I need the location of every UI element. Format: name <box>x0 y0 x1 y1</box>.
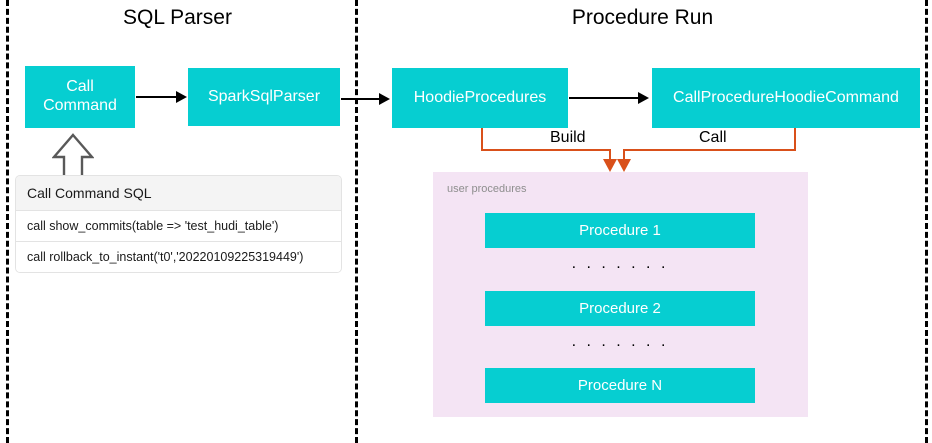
build-connector-arrowhead-icon <box>603 159 617 172</box>
node-call-command-line1: Call <box>66 78 94 96</box>
section-divider-middle <box>355 0 358 443</box>
section-title-sql-parser: SQL Parser <box>123 6 232 29</box>
node-call-procedure-hoodie-command[interactable]: CallProcedureHoodieCommand <box>652 68 920 128</box>
section-title-procedure-run: Procedure Run <box>571 6 714 29</box>
node-procedure-2[interactable]: Procedure 2 <box>485 291 755 326</box>
call-command-sql-card-header: Call Command SQL <box>16 176 341 211</box>
connector-label-build: Build <box>545 129 591 147</box>
call-connector-segment-horizontal <box>623 149 796 151</box>
arrowhead-icon <box>176 91 187 103</box>
arrow-spark-sql-parser-to-hoodie-procedures <box>341 98 381 100</box>
node-procedure-n[interactable]: Procedure N <box>485 368 755 403</box>
procedure-ellipsis: . . . . . . . <box>571 333 669 350</box>
arrow-call-command-to-spark-sql-parser <box>136 96 178 98</box>
section-divider-left <box>6 0 9 443</box>
node-call-command-line2: Command <box>43 97 117 114</box>
build-connector-segment-vertical-end <box>609 149 611 161</box>
call-command-sql-card: Call Command SQL call show_commits(table… <box>15 175 342 273</box>
user-procedures-panel-label: user procedures <box>447 183 527 195</box>
procedure-ellipsis: . . . . . . . <box>571 255 669 272</box>
build-connector-segment-vertical-start <box>481 128 483 151</box>
user-procedures-panel: user procedures Procedure 1 . . . . . . … <box>433 172 808 417</box>
arrow-hoodie-procedures-to-call-procedure-hoodie-command <box>569 97 640 99</box>
arrowhead-icon <box>638 92 649 104</box>
node-call-command[interactable]: Call Command <box>25 66 135 128</box>
node-procedure-1[interactable]: Procedure 1 <box>485 213 755 248</box>
node-call-command-label: Call Command <box>43 78 117 116</box>
call-connector-arrowhead-icon <box>617 159 631 172</box>
node-spark-sql-parser[interactable]: SparkSqlParser <box>188 68 340 126</box>
up-arrow-icon <box>52 133 94 179</box>
arrowhead-icon <box>379 93 390 105</box>
call-connector-segment-vertical-end <box>623 149 625 161</box>
call-connector-segment-vertical-start <box>794 128 796 151</box>
connector-label-call: Call <box>694 129 732 147</box>
node-hoodie-procedures[interactable]: HoodieProcedures <box>392 68 568 128</box>
call-command-sql-row: call rollback_to_instant('t0','202201092… <box>16 242 341 272</box>
build-connector-segment-horizontal <box>481 149 611 151</box>
section-divider-right <box>925 0 928 443</box>
call-command-sql-row: call show_commits(table => 'test_hudi_ta… <box>16 211 341 242</box>
